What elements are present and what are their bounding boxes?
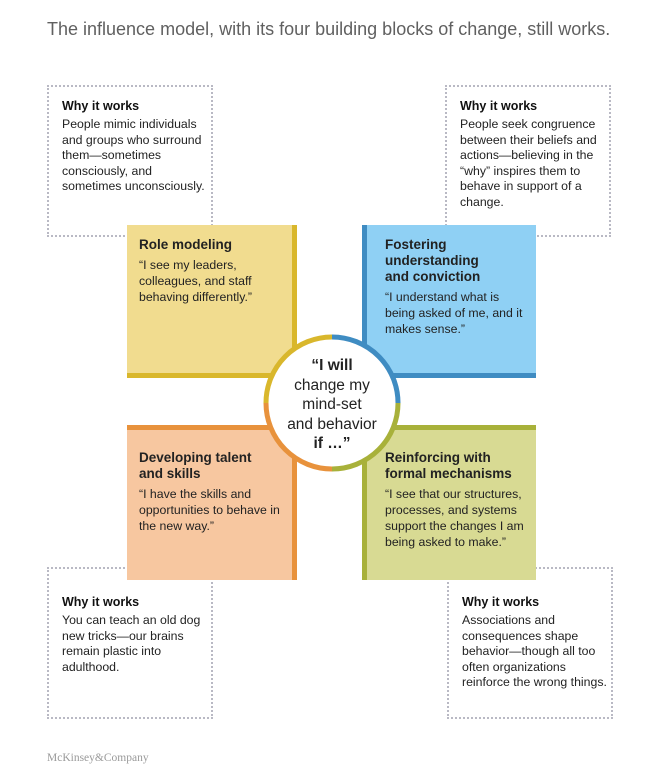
- block-quote: “I see that our structures, processes, a…: [385, 487, 524, 549]
- block-heading: Fostering understanding and conviction: [385, 237, 481, 284]
- why-heading: Why it works: [460, 99, 538, 113]
- block-fostering-understanding: Fostering understanding and conviction “…: [362, 225, 536, 378]
- page-title: The influence model, with its four build…: [47, 19, 611, 39]
- block-heading: Role modeling: [139, 237, 233, 252]
- ring-segment-yellow: [263, 334, 333, 404]
- center-line: “I will: [311, 357, 353, 374]
- center-line: change my: [294, 376, 370, 394]
- center-line: mind-set: [302, 396, 362, 413]
- why-text: People mimic individuals and groups who …: [62, 117, 205, 193]
- why-text: People seek congruence between their bel…: [460, 117, 597, 209]
- why-box-developing: Why it works You can teach an old dog ne…: [47, 567, 213, 719]
- block-developing-talent: Developing talent and skills “I have the…: [127, 425, 297, 580]
- why-heading: Why it works: [62, 595, 140, 609]
- ring-segment-green: [331, 402, 401, 472]
- center-ring: [263, 334, 401, 472]
- center-statement: “I will change my mind-set and behavior …: [262, 356, 402, 454]
- ring-segment-blue: [331, 334, 401, 404]
- ring-segment-orange: [263, 402, 333, 472]
- mckinsey-logo: McKinsey&Company: [47, 752, 149, 764]
- why-text: Associations and consequences shape beha…: [462, 613, 607, 689]
- block-reinforcing-mechanisms: Reinforcing with formal mechanisms “I se…: [362, 425, 536, 580]
- center-line: if …”: [313, 435, 351, 452]
- center-line: and behavior: [287, 415, 377, 433]
- why-heading: Why it works: [62, 99, 140, 113]
- block-quote: “I have the skills and opportunities to …: [139, 487, 280, 533]
- block-quote: “I understand what is being asked of me,…: [385, 290, 523, 336]
- block-heading: Reinforcing with formal mechanisms: [385, 450, 512, 481]
- block-role-modeling: Role modeling “I see my leaders, colleag…: [127, 225, 297, 378]
- why-box-reinforcing: Why it works Associations and consequenc…: [447, 567, 613, 719]
- why-heading: Why it works: [462, 595, 540, 609]
- block-quote: “I see my leaders, colleagues, and staff…: [139, 258, 253, 304]
- why-box-role-modeling: Why it works People mimic individuals an…: [47, 85, 213, 237]
- why-text: You can teach an old dog new tricks—our …: [62, 613, 201, 674]
- why-box-fostering: Why it works People seek congruence betw…: [445, 85, 611, 237]
- block-heading: Developing talent and skills: [139, 450, 252, 481]
